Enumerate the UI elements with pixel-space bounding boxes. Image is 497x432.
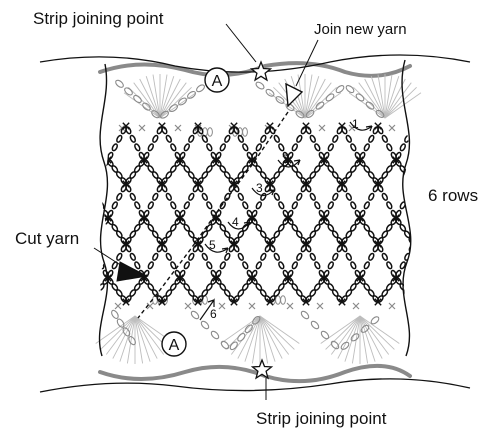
mesh-row [89, 159, 416, 185]
gray-fan-top [269, 74, 341, 118]
label-strip-bottom: Strip joining point [256, 409, 387, 428]
label-cut-yarn: Cut yarn [15, 229, 79, 248]
gray-fan-bottom [221, 316, 300, 364]
label-strip-top: Strip joining point [33, 9, 164, 28]
gray-chain [300, 310, 340, 350]
mesh-x-row [87, 299, 417, 305]
patch-outline [99, 64, 107, 356]
row-number-4: 4 [232, 215, 239, 229]
mesh-row [89, 217, 416, 245]
leader-strip-top [226, 24, 256, 62]
gray-fan-top [349, 74, 421, 118]
row-number-6: 6 [210, 307, 217, 321]
label-rows: 6 rows [428, 186, 478, 205]
mesh-x-row [87, 181, 417, 187]
bottom-edge [40, 379, 470, 392]
mesh-row [71, 126, 433, 160]
mesh-x-row [87, 241, 417, 247]
row-number-1: 1 [352, 117, 359, 131]
label-join-new-yarn: Join new yarn [314, 21, 407, 38]
motif-a-bottom: A [162, 332, 186, 356]
row-number-5: 5 [209, 238, 216, 252]
mesh-row [89, 277, 416, 303]
row-number-2: 2 [282, 152, 289, 166]
motif-a-top-label: A [212, 73, 223, 90]
gray-fan-bottom [321, 316, 400, 364]
row-number-3: 3 [256, 181, 263, 195]
mesh-row [71, 184, 433, 218]
motif-a-bottom-label: A [169, 337, 180, 354]
gray-x-row [115, 303, 395, 309]
motif-a-top: A [205, 68, 229, 92]
